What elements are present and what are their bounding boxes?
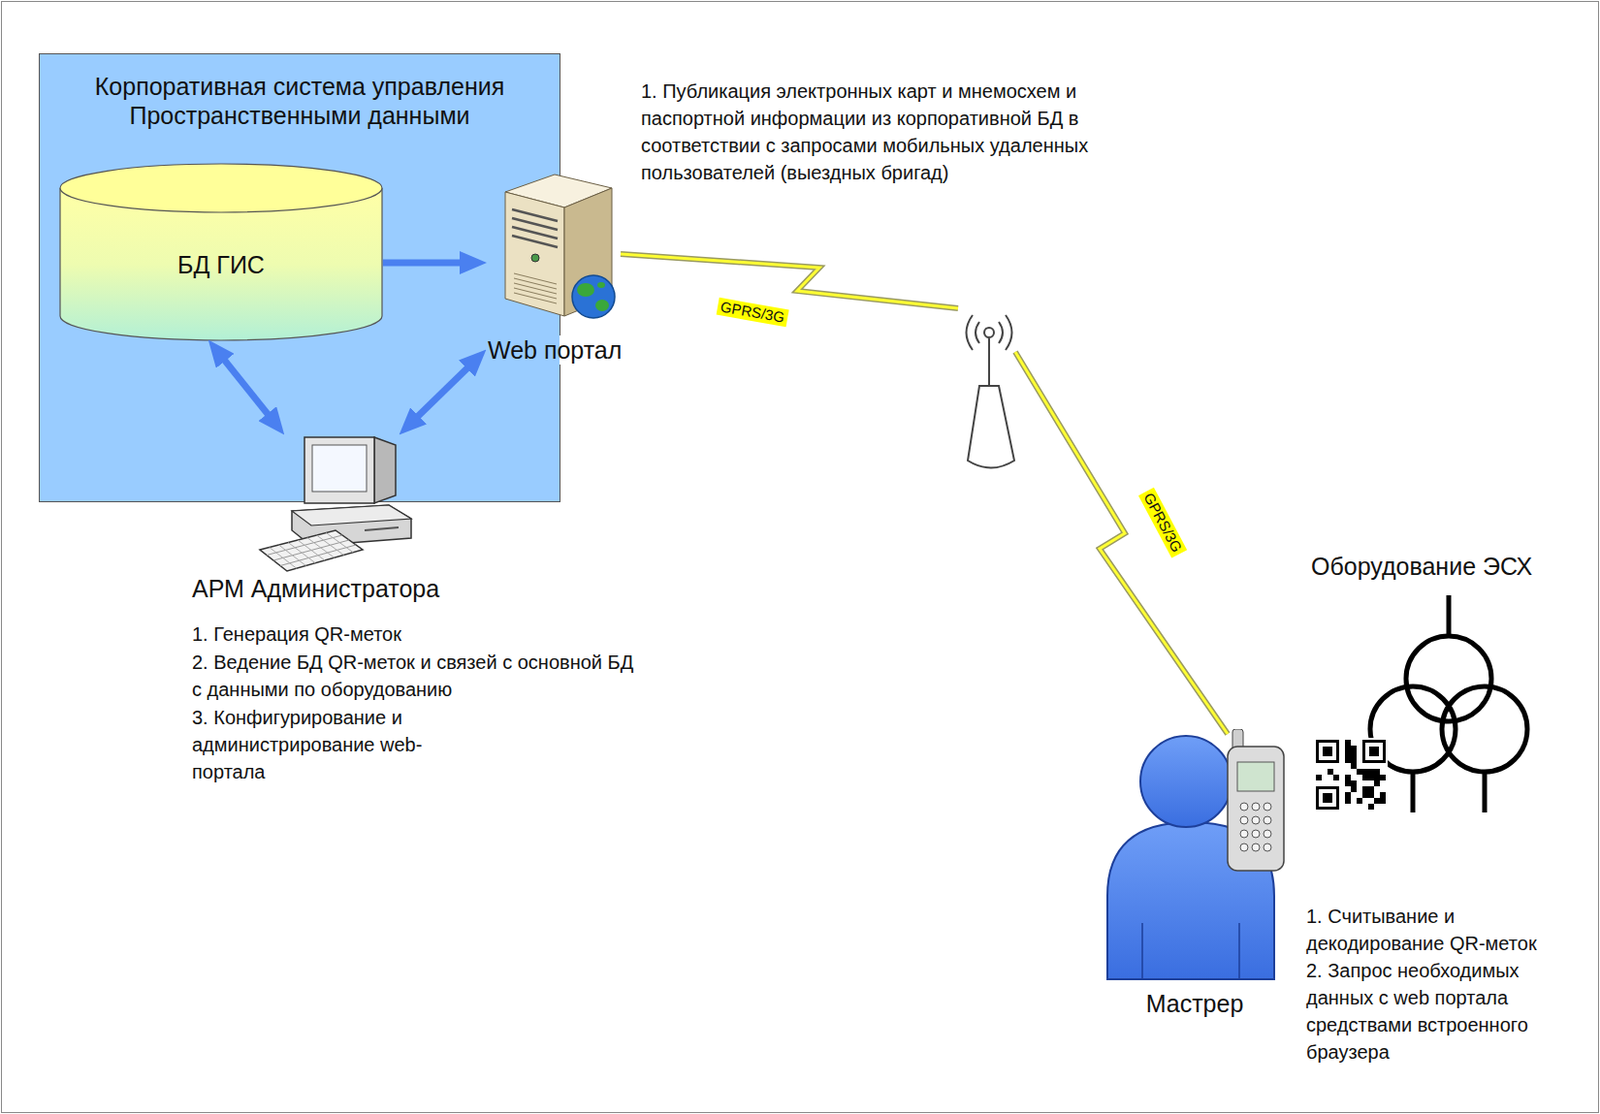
qr-code (1313, 737, 1388, 812)
portal-note: 1. Публикация электронных карт и мнемосх… (640, 77, 1102, 187)
web-server-icon (484, 160, 645, 336)
link-label: GPRS/3G (716, 297, 790, 327)
admin-workstation: АРМ Администратора (190, 433, 481, 604)
radio-link-bolt (620, 254, 1228, 735)
database-cylinder: БД ГИС (59, 162, 384, 342)
equipment-title: Оборудование ЭСХ (1311, 551, 1600, 581)
node-label: Мастрер (1103, 989, 1300, 1019)
node-label: АРМ Администратора (192, 574, 440, 604)
transformer-symbol (1370, 595, 1528, 813)
node-label: Web портал (487, 335, 622, 365)
link-label: GPRS/3G (1138, 487, 1187, 559)
system-region: Корпоративная система управления Простра… (38, 53, 561, 503)
field-master: Мастрер (1103, 729, 1300, 1019)
antenna-tower (966, 315, 1016, 469)
field-master-icon (1103, 729, 1288, 990)
web-server: Web портал (484, 160, 645, 365)
admin-note: 1. Генерация QR-меток (192, 620, 658, 648)
admin-note: 2. Ведение БД QR-меток и связей с основн… (192, 648, 648, 704)
node-label: БД ГИС (177, 250, 265, 280)
admin-workstation-icon (190, 433, 481, 575)
master-note: 2. Запрос необходимых данных с web порта… (1306, 957, 1590, 1066)
master-note: 1. Считывание и декодирование QR-меток (1306, 902, 1590, 958)
admin-note: 3. Конфигурирование и администрирование … (192, 704, 464, 786)
region-title: Корпоративная система управления Простра… (39, 54, 560, 130)
